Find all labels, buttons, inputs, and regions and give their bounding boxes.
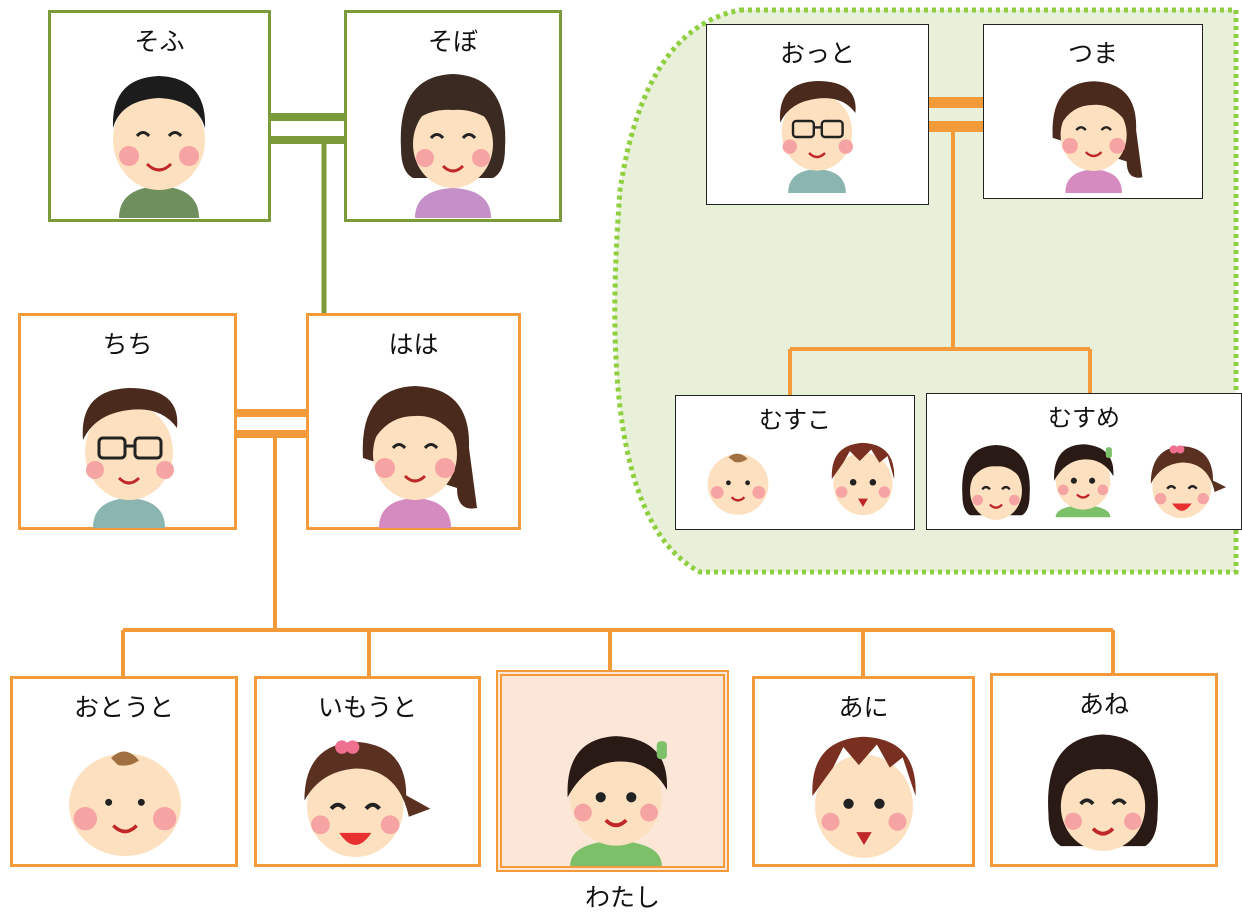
grandmother-label: そぼ	[427, 27, 478, 56]
younger-sister-label: いもうと	[317, 693, 418, 722]
younger-brother-face-icon	[69, 751, 181, 856]
grandmother-card: そぼ	[344, 10, 562, 222]
parents-marriage-mark	[236, 409, 306, 417]
husband-label: おっと	[779, 39, 855, 68]
wife-card: つま	[983, 24, 1203, 199]
older-brother-label: あに	[838, 693, 889, 722]
younger-sister-card: いもうと	[254, 676, 481, 867]
older-girl-face-icon	[962, 445, 1030, 520]
girl-face-icon	[1054, 444, 1114, 518]
mother-card: はは	[306, 313, 521, 530]
mother-label: はは	[388, 330, 439, 359]
younger-brother-label: おとうと	[73, 693, 174, 722]
me-face-icon	[567, 736, 668, 866]
wife-label: つま	[1067, 39, 1118, 68]
grandfather-label: そふ	[134, 27, 185, 56]
older-brother-face-icon	[812, 736, 916, 858]
older-brother-card: あに	[752, 676, 975, 867]
father-label: ちち	[102, 330, 153, 359]
spouses-marriage-mark	[928, 97, 984, 108]
grandparents-marriage-mark	[268, 113, 344, 121]
older-sister-face-icon	[1048, 734, 1158, 852]
son-card: むすこ	[675, 395, 915, 530]
me-card	[496, 670, 729, 872]
father-card: ちち	[18, 313, 237, 530]
boy-face-icon	[831, 442, 895, 516]
younger-sister-face-icon	[304, 740, 431, 857]
baby-face-icon	[707, 453, 769, 515]
wife-face-icon	[1052, 81, 1143, 193]
husband-face-icon	[779, 81, 856, 193]
younger-brother-card: おとうと	[10, 676, 238, 867]
me-label: わたし	[585, 883, 661, 912]
daughter-card: むすめ	[926, 393, 1242, 530]
older-sister-label: あね	[1078, 690, 1129, 719]
older-sister-card: あね	[990, 673, 1218, 867]
grandfather-card: そふ	[48, 10, 271, 222]
son-label: むすこ	[759, 406, 831, 434]
grandmother-face-icon	[400, 74, 506, 218]
grandfather-face-icon	[112, 76, 206, 218]
little-girl-face-icon	[1150, 445, 1227, 519]
daughter-label: むすめ	[1048, 404, 1120, 432]
husband-card: おっと	[706, 24, 929, 205]
mother-face-icon	[362, 386, 477, 528]
father-face-icon	[82, 388, 178, 528]
